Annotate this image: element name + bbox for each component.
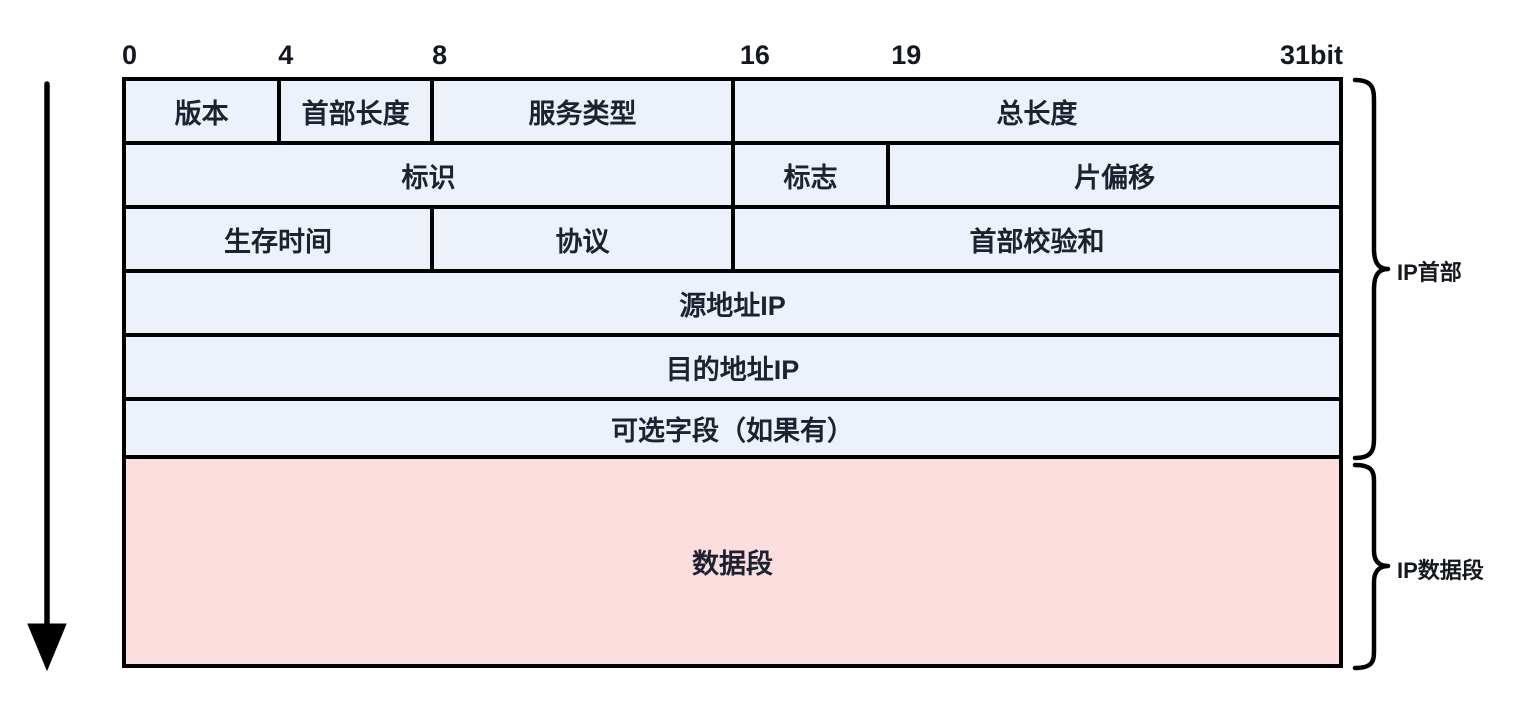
- down-arrow-icon: [27, 81, 67, 672]
- field-identification: 标识: [126, 145, 735, 205]
- field-header-length: 首部长度: [281, 81, 435, 141]
- table-row: 标识 标志 片偏移: [126, 145, 1339, 209]
- table-row: 源地址IP: [126, 273, 1339, 337]
- bit-label-0: 0: [122, 40, 138, 70]
- ip-header-label: IP首部: [1397, 260, 1462, 285]
- field-service-type: 服务类型: [434, 81, 735, 141]
- field-options: 可选字段（如果有）: [126, 401, 1339, 455]
- field-version: 版本: [126, 81, 282, 141]
- bit-label-4: 4: [278, 40, 294, 70]
- field-ttl: 生存时间: [126, 209, 435, 269]
- table-row: 版本 首部长度 服务类型 总长度: [126, 81, 1339, 145]
- packet-field-table: 版本 首部长度 服务类型 总长度 标识 标志 片偏移 生存时间 协议 首部校验和…: [122, 77, 1343, 668]
- table-row: 可选字段（如果有）: [126, 401, 1339, 459]
- field-destination-ip: 目的地址IP: [126, 337, 1339, 397]
- field-flags: 标志: [734, 145, 891, 205]
- field-protocol: 协议: [434, 209, 735, 269]
- field-header-checksum: 首部校验和: [734, 209, 1339, 269]
- field-total-length: 总长度: [734, 81, 1339, 141]
- table-row: 数据段: [126, 459, 1339, 664]
- ip-data-segment-label: IP数据段: [1397, 558, 1484, 583]
- field-source-ip: 源地址IP: [126, 273, 1339, 333]
- header-brace-icon: [1352, 77, 1391, 461]
- table-row: 生存时间 协议 首部校验和: [126, 209, 1339, 273]
- data-brace-icon: [1352, 462, 1391, 671]
- field-fragment-offset: 片偏移: [890, 145, 1339, 205]
- table-row: 目的地址IP: [126, 337, 1339, 401]
- bit-label-19: 19: [891, 40, 922, 70]
- bit-scale: 0 4 8 16 19 31bit: [122, 40, 1343, 74]
- bit-label-8: 8: [432, 40, 448, 70]
- bit-label-31bit: 31bit: [1279, 40, 1343, 70]
- field-data-segment: 数据段: [126, 459, 1339, 664]
- bit-label-16: 16: [739, 40, 770, 70]
